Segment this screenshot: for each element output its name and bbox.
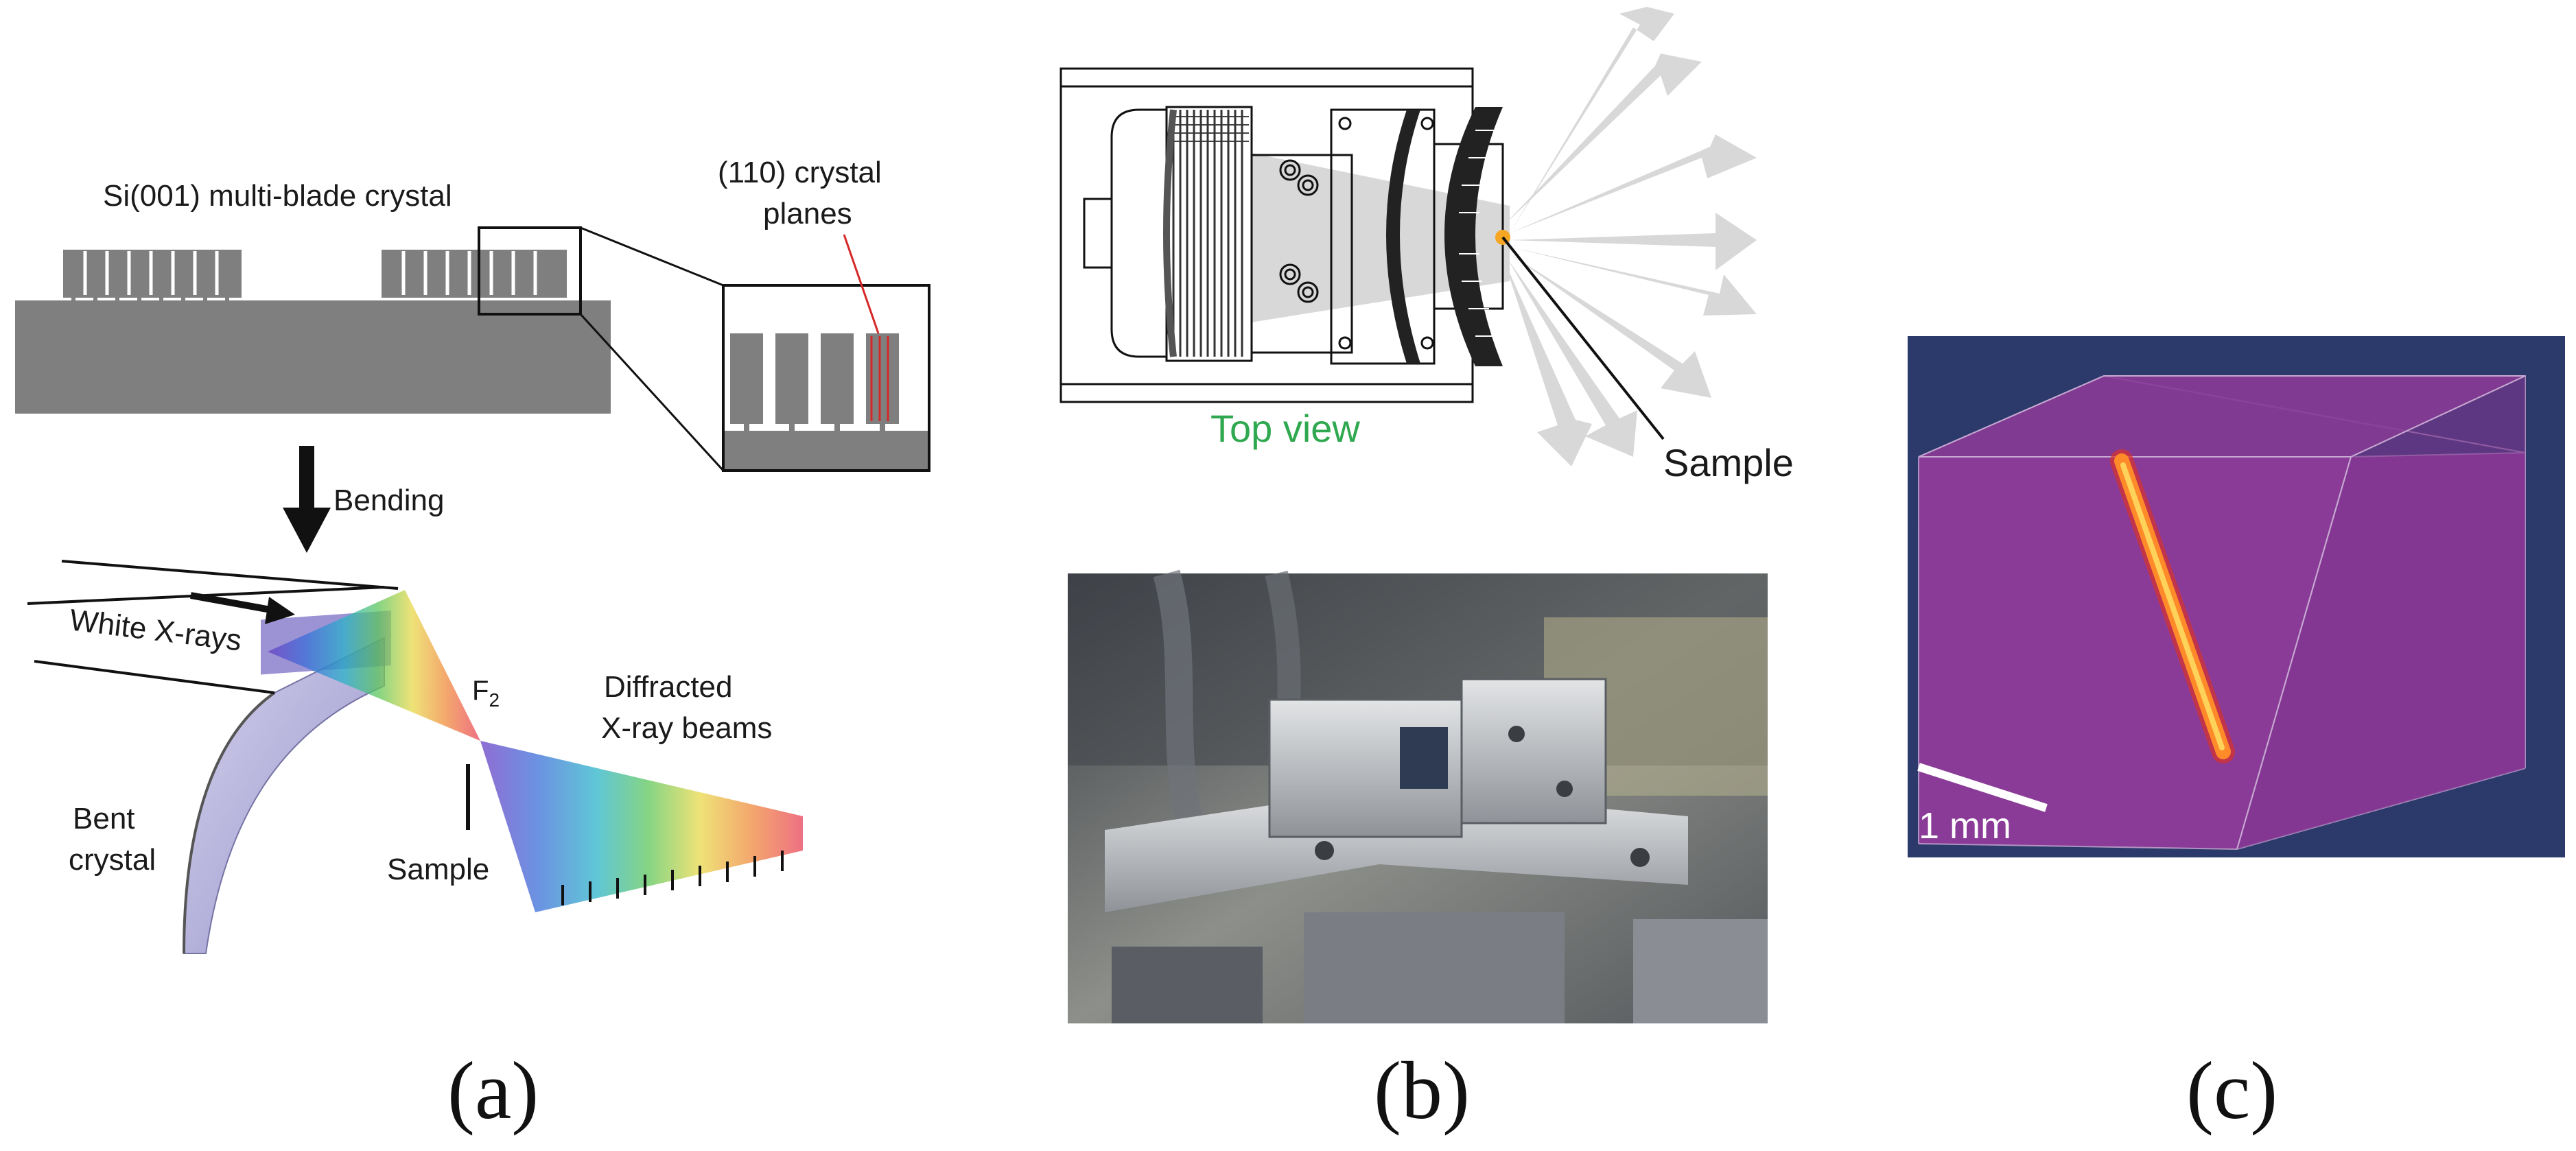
white-xrays-label: White X-rays	[68, 603, 244, 657]
caption-b: (b)	[1374, 1045, 1470, 1136]
sample-pointer	[1501, 236, 1665, 440]
diffracted-label-line1: Diffracted	[604, 670, 733, 704]
planes-label-line2: planes	[763, 197, 852, 230]
incident-arrow	[190, 592, 295, 624]
scale-bar	[1917, 763, 2048, 812]
diffracted-label-line2: X-ray beams	[601, 711, 772, 745]
crystal-analyzer-left	[1163, 106, 1253, 362]
converging-beams	[268, 590, 480, 741]
bending-label: Bending	[333, 484, 444, 517]
crystal-label: Si(001) multi-blade crystal	[103, 179, 452, 213]
planes-label-line1: (110) crystal	[718, 156, 882, 189]
diverging-beams	[480, 741, 803, 912]
top-view-arrows	[1208, 7, 1757, 466]
bent-label-line2: crystal	[69, 843, 156, 877]
scale-label: 1 mm	[1919, 805, 2011, 846]
top-view-label: Top view	[1210, 407, 1360, 450]
sample-label-a: Sample	[387, 853, 489, 886]
focus-label: F2	[472, 676, 500, 711]
panel-b: Top view Sample (b)	[1059, 7, 1794, 1136]
apparatus-photo	[1068, 569, 1768, 1023]
caption-c: (c)	[2186, 1045, 2278, 1136]
bending-arrow	[283, 446, 331, 553]
caption-a: (a)	[447, 1045, 539, 1136]
volume-box	[1918, 375, 2526, 850]
panel-c: 1 mm (c)	[1908, 336, 2565, 1136]
bent-label-line1: Bent	[73, 802, 135, 835]
sample-label-b: Sample	[1663, 441, 1794, 484]
panel-a: Si(001) multi-blade crystal (110) crysta…	[15, 156, 930, 1136]
blade-group-right	[382, 250, 567, 298]
zoom-inset	[722, 234, 930, 472]
crystal-analyzer-right	[1386, 107, 1503, 366]
zoom-box	[478, 226, 582, 316]
fluorescence-streak	[2110, 449, 2235, 763]
detector-slots	[561, 851, 784, 905]
crystal-substrate	[15, 300, 611, 414]
crystal-plane-lines	[870, 336, 889, 421]
